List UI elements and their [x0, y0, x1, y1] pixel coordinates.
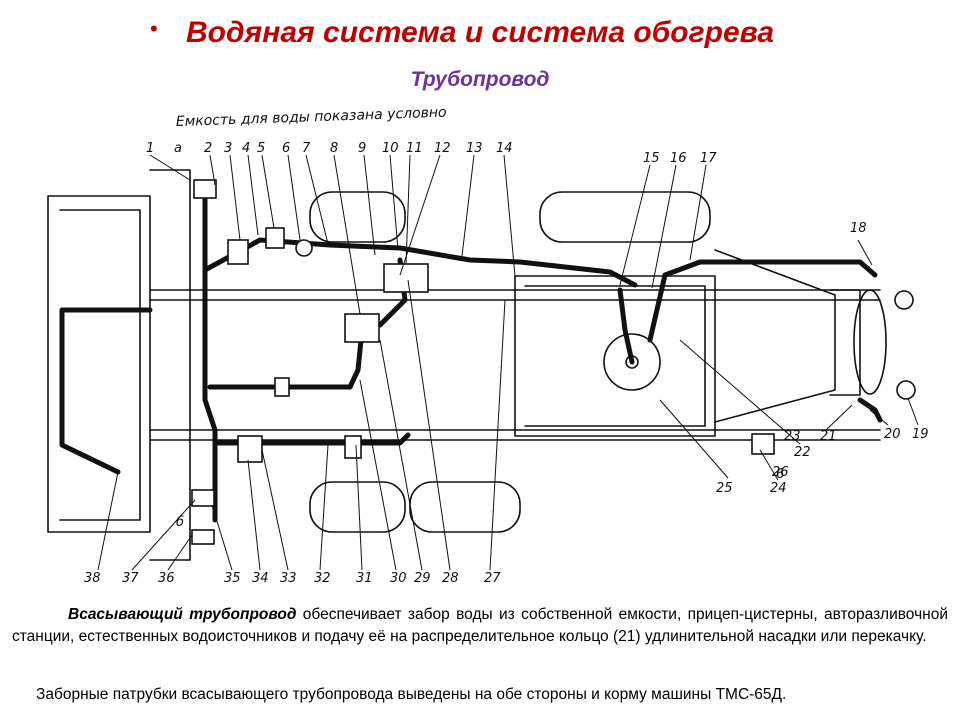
- callout-10: 10: [382, 141, 399, 156]
- intake-paragraph: Заборные патрубки всасывающего трубопров…: [36, 686, 787, 703]
- callout-35: 35: [224, 571, 241, 586]
- valve-24: [751, 433, 775, 455]
- valve-37: [191, 529, 215, 545]
- slide-subtitle: Трубопровод: [410, 68, 550, 91]
- callout-23: 23: [784, 429, 801, 444]
- callout-1: 1: [146, 141, 154, 156]
- callout-34: 34: [252, 571, 269, 586]
- callout-12: 12: [434, 141, 451, 156]
- callout-20: 20: [884, 427, 901, 442]
- callout-26: 26: [772, 465, 789, 480]
- callout-13: 13: [466, 141, 483, 156]
- callout-3: 3: [224, 141, 232, 156]
- pump-circle: [603, 333, 661, 391]
- callout-24: 24: [770, 481, 787, 496]
- callout-16: 16: [670, 151, 687, 166]
- water-tank: [514, 275, 716, 437]
- cab-outline: [47, 195, 151, 533]
- callout-15: 15: [643, 151, 660, 166]
- pipeline-drawing: 1a23456789101112131415161718192021222324…: [47, 105, 929, 586]
- callout-33: 33: [280, 571, 297, 586]
- suction-to-pump: [617, 287, 635, 365]
- callout-2: 2: [204, 141, 212, 156]
- callout-31: 31: [356, 571, 373, 586]
- callout-4: 4: [242, 141, 250, 156]
- callout-7: 7: [302, 141, 311, 156]
- callout-27: 27: [484, 571, 501, 586]
- callout-14: 14: [496, 141, 513, 156]
- callout-19: 19: [912, 427, 929, 442]
- distribution-ring: [853, 289, 887, 395]
- lower-side-pipe: [212, 432, 411, 446]
- front-body: [149, 169, 191, 561]
- valve-27: [274, 377, 290, 397]
- callout-21: 21: [820, 429, 837, 444]
- callout-6-rear: 6: [776, 467, 784, 482]
- valve-8: [344, 313, 380, 343]
- description-paragraph: Всасывающий трубопровод обеспечивает заб…: [12, 604, 948, 648]
- callout-25: 25: [716, 481, 733, 496]
- callout-11: 11: [406, 141, 423, 156]
- filter-11: [383, 263, 429, 293]
- valve-31: [344, 435, 362, 459]
- valve-3: [227, 239, 249, 265]
- valve-19: [896, 380, 916, 400]
- callout-29: 29: [414, 571, 431, 586]
- title-bullet: •: [150, 16, 158, 41]
- gauge-6: [295, 239, 313, 257]
- valve-33: [237, 435, 263, 463]
- description-body: обеспечивает забор воды из собственной е…: [12, 606, 948, 645]
- callout-9: 9: [358, 141, 366, 156]
- pump-to-rear: [647, 259, 878, 343]
- left-branch-pipe: [59, 307, 153, 475]
- wheel-bottom-2: [409, 481, 521, 533]
- callout-32: 32: [314, 571, 331, 586]
- callout-a: a: [174, 141, 182, 156]
- wheel-top-2: [539, 191, 711, 243]
- valve-5: [265, 227, 285, 249]
- callout-б: б: [176, 515, 184, 530]
- rear-housing: [714, 249, 836, 423]
- tank-inner: [524, 285, 706, 427]
- title-row: • Водяная система и система обогрева: [0, 12, 960, 56]
- callout-17: 17: [700, 151, 717, 166]
- callout-30: 30: [390, 571, 407, 586]
- callout-8: 8: [330, 141, 338, 156]
- callout-28: 28: [442, 571, 459, 586]
- callout-22: 22: [794, 445, 811, 460]
- slide-title: Водяная система и система обогрева: [186, 16, 775, 49]
- callout-5: 5: [257, 141, 265, 156]
- rear-ring: [829, 289, 861, 396]
- valve-18: [894, 290, 914, 310]
- callout-36: 36: [158, 571, 175, 586]
- callout-38: 38: [84, 571, 101, 586]
- diagram-note: Емкость для воды показана условно: [176, 105, 447, 130]
- description-term: Всасывающий трубопровод: [68, 606, 297, 623]
- main-vertical-pipe: [202, 187, 218, 523]
- wheel-top-1: [309, 191, 406, 243]
- valve-a: [193, 179, 217, 199]
- cab-frame: [59, 209, 141, 521]
- valve-36: [191, 489, 215, 507]
- callout-6: 6: [282, 141, 290, 156]
- callout-37: 37: [122, 571, 139, 586]
- callout-18: 18: [850, 221, 867, 236]
